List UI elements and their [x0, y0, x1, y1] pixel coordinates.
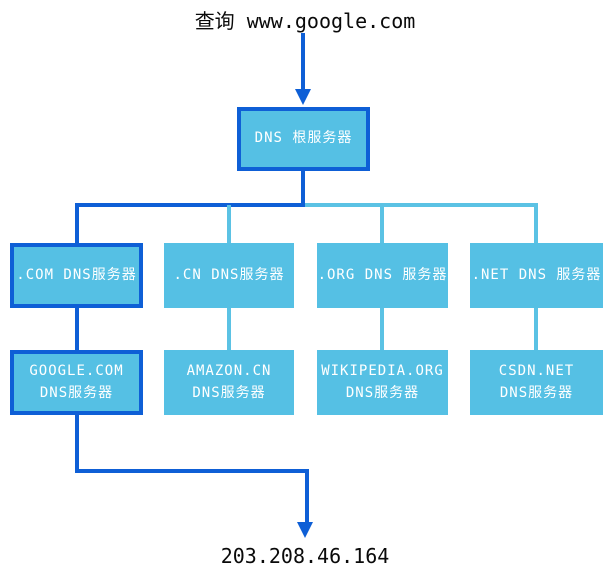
node-label-line2: DNS服务器: [39, 384, 114, 401]
result-arrow-down-icon: [297, 522, 313, 538]
connector-org-to-wikipedia: [380, 308, 384, 350]
connector-bus-to-net: [534, 205, 538, 243]
node-google-com-dns-server: GOOGLE.COM DNS服务器: [10, 350, 143, 415]
node-wikipedia-org-dns-server: WIKIPEDIA.ORG DNS服务器: [317, 350, 448, 415]
query-arrow-line: [301, 33, 305, 90]
node-label-line2: DNS服务器: [499, 384, 574, 401]
connector-net-to-csdn: [534, 308, 538, 350]
connector-root-to-bus: [301, 171, 305, 205]
node-label-line2: DNS服务器: [345, 384, 420, 401]
resolved-ip-label: 203.208.46.164: [220, 544, 390, 568]
connector-google-to-result-vertical: [75, 415, 79, 473]
query-label: 查询 www.google.com: [194, 9, 416, 33]
connector-bus-to-cn: [227, 205, 231, 243]
connector-google-to-result-horizontal: [75, 469, 309, 473]
node-com-dns-server: .COM DNS服务器: [10, 243, 143, 308]
connector-bus-highlighted: [75, 203, 305, 207]
node-label-line1: GOOGLE.COM: [29, 362, 124, 379]
node-csdn-net-dns-server: CSDN.NET DNS服务器: [470, 350, 603, 415]
node-label-line1: AMAZON.CN: [186, 362, 272, 379]
node-label: .CN DNS服务器: [173, 266, 285, 283]
node-label-line1: CSDN.NET: [498, 362, 575, 379]
node-cn-dns-server: .CN DNS服务器: [164, 243, 294, 308]
connector-cn-to-amazon: [227, 308, 231, 350]
node-label: .COM DNS服务器: [16, 266, 137, 283]
node-label: DNS 根服务器: [254, 130, 353, 147]
query-arrow-down-icon: [295, 89, 311, 105]
connector-bus-to-org: [380, 205, 384, 243]
node-dns-root-server: DNS 根服务器: [237, 107, 370, 171]
node-label: .ORG DNS 服务器: [317, 266, 448, 283]
node-label: .NET DNS 服务器: [471, 266, 602, 283]
connector-bus: [305, 203, 538, 207]
node-amazon-cn-dns-server: AMAZON.CN DNS服务器: [164, 350, 294, 415]
node-net-dns-server: .NET DNS 服务器: [470, 243, 603, 308]
node-org-dns-server: .ORG DNS 服务器: [317, 243, 448, 308]
node-label-line1: WIKIPEDIA.ORG: [321, 362, 444, 379]
node-label-line2: DNS服务器: [192, 384, 266, 401]
connector-com-to-google: [75, 308, 79, 350]
connector-bus-to-com: [75, 203, 79, 243]
connector-result-drop: [305, 473, 309, 523]
